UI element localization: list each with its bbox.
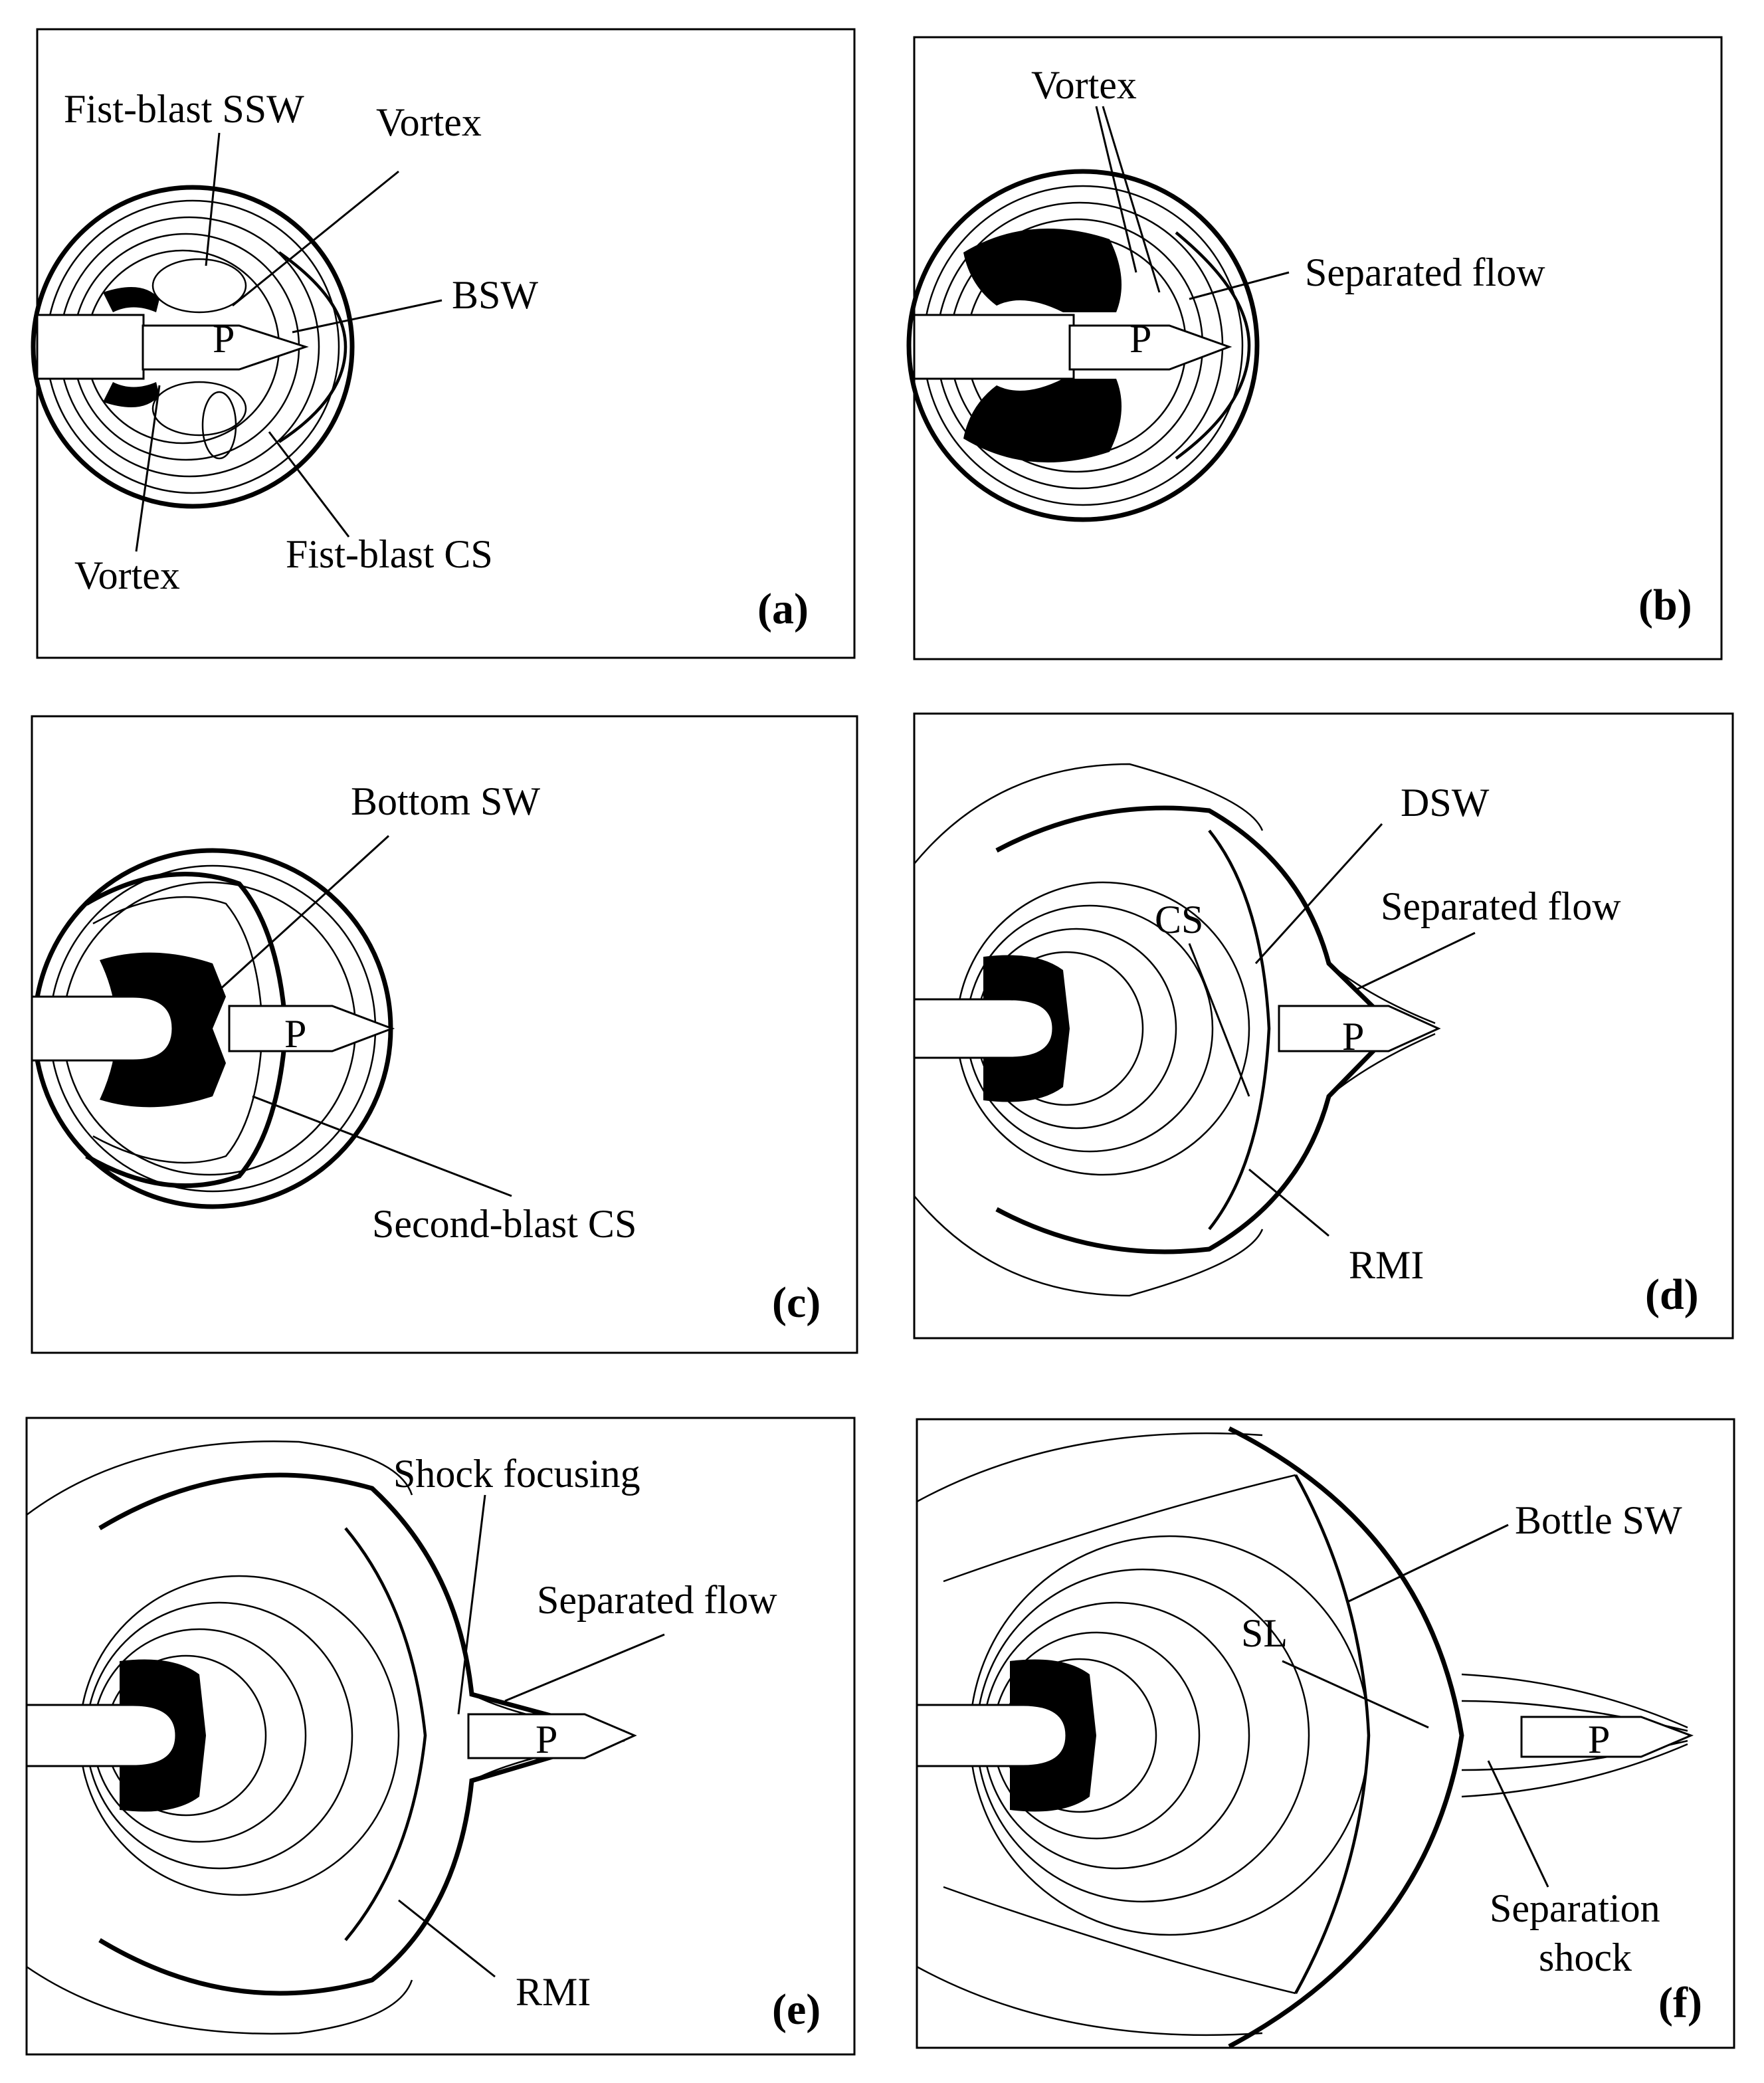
vortex-ring-top bbox=[963, 229, 1122, 312]
gun-barrel bbox=[916, 1704, 1068, 1767]
leader-vortex-2 bbox=[1102, 106, 1161, 293]
leader-bottom-sw bbox=[218, 835, 390, 991]
vortex-blob-top bbox=[103, 287, 159, 312]
gun-barrel bbox=[25, 1704, 177, 1767]
leader-separated-flow bbox=[1355, 932, 1476, 991]
panel-f-projectile bbox=[916, 1704, 1694, 1767]
leader-bottle-sw bbox=[1348, 1524, 1509, 1603]
label-cs: CS bbox=[1155, 898, 1203, 942]
projectile-label: P bbox=[213, 317, 235, 361]
label-shock-focusing: Shock focusing bbox=[393, 1452, 640, 1496]
gun-barrel bbox=[913, 314, 1075, 380]
panel-e-projectile bbox=[25, 1704, 637, 1767]
leader-separated-flow bbox=[504, 1633, 665, 1702]
panel-c-projectile bbox=[31, 995, 395, 1062]
leader-shock-focusing bbox=[457, 1494, 486, 1715]
leader-vortex-1 bbox=[1095, 106, 1137, 273]
label-separated-flow: Separated flow bbox=[1305, 250, 1545, 294]
panel-b-tag: (b) bbox=[1638, 581, 1692, 629]
leader-rmi bbox=[398, 1899, 496, 1978]
panel-b: P Vortex Separated flow (b) bbox=[906, 36, 1723, 660]
label-rmi: RMI bbox=[516, 1970, 591, 2014]
panel-a: P Fist-blast SSW Vortex BSW Vortex Fist-… bbox=[31, 28, 856, 659]
label-rmi: RMI bbox=[1349, 1243, 1424, 1287]
panel-d-projectile bbox=[913, 998, 1441, 1059]
leader-rmi bbox=[1248, 1168, 1329, 1237]
leader-dsw bbox=[1254, 823, 1383, 965]
label-dsw: DSW bbox=[1401, 781, 1490, 825]
projectile-body bbox=[1278, 1005, 1441, 1052]
label-fist-blast-cs: Fist-blast CS bbox=[286, 532, 493, 576]
leader-separation-shock bbox=[1487, 1760, 1549, 1888]
label-sl: SL bbox=[1241, 1611, 1288, 1655]
label-bottle-sw: Bottle SW bbox=[1515, 1498, 1682, 1542]
label-separation-shock-line2: shock bbox=[1539, 1935, 1632, 1979]
label-fist-blast-ssw: Fist-blast SSW bbox=[64, 87, 304, 131]
label-bottom-sw: Bottom SW bbox=[351, 779, 540, 823]
gun-barrel bbox=[31, 995, 174, 1062]
projectile-body bbox=[1520, 1716, 1694, 1758]
label-vortex: Vortex bbox=[1031, 63, 1137, 107]
panel-d-tag: (d) bbox=[1645, 1270, 1699, 1319]
projectile-label: P bbox=[1129, 317, 1151, 361]
projectile-label: P bbox=[1588, 1718, 1610, 1761]
leader-separated-flow bbox=[1189, 271, 1290, 300]
projectile-body bbox=[228, 1005, 395, 1052]
panel-e-tag: (e) bbox=[772, 1985, 821, 2034]
leader-second-blast-cs bbox=[252, 1095, 512, 1197]
leader-fist-blast-cs bbox=[268, 431, 350, 538]
projectile-body bbox=[1068, 324, 1232, 371]
panel-b-projectile bbox=[913, 314, 1232, 380]
leader-bsw bbox=[292, 299, 442, 334]
panel-a-projectile bbox=[36, 314, 309, 380]
vortex-blob-bottom bbox=[103, 382, 159, 407]
projectile-body bbox=[467, 1713, 637, 1759]
panel-e: P Shock focusing Separated flow RMI (e) bbox=[25, 1417, 856, 2056]
leader-fist-blast-ssw bbox=[205, 132, 221, 266]
label-vortex-top: Vortex bbox=[376, 100, 482, 144]
label-separated-flow: Separated flow bbox=[537, 1578, 777, 1622]
label-separated-flow: Separated flow bbox=[1381, 884, 1621, 928]
label-separation-shock-line1: Separation bbox=[1490, 1886, 1660, 1930]
label-vortex-bottom: Vortex bbox=[74, 553, 180, 597]
panel-f-tag: (f) bbox=[1658, 1979, 1702, 2027]
vortex-ring-bottom bbox=[963, 379, 1122, 462]
panel-a-tag: (a) bbox=[757, 585, 809, 633]
projectile-label: P bbox=[536, 1718, 557, 1761]
leader-vortex-top bbox=[232, 170, 399, 307]
gun-barrel bbox=[36, 314, 145, 380]
gun-barrel bbox=[913, 998, 1054, 1059]
panel-d: P DSW Separated flow CS RMI (d) bbox=[913, 712, 1734, 1339]
panel-c-tag: (c) bbox=[772, 1278, 821, 1327]
panel-c: P Bottom SW Second-blast CS (c) bbox=[31, 715, 858, 1354]
projectile-label: P bbox=[284, 1012, 306, 1056]
leader-vortex-bottom bbox=[135, 385, 161, 552]
projectile-label: P bbox=[1342, 1015, 1364, 1058]
label-second-blast-cs: Second-blast CS bbox=[372, 1202, 637, 1246]
leader-sl bbox=[1282, 1660, 1429, 1729]
leader-cs bbox=[1188, 943, 1250, 1097]
panel-f: P Bottle SW SL Separation shock (f) bbox=[916, 1418, 1735, 2049]
projectile-body bbox=[142, 324, 309, 371]
label-bsw: BSW bbox=[452, 273, 538, 317]
